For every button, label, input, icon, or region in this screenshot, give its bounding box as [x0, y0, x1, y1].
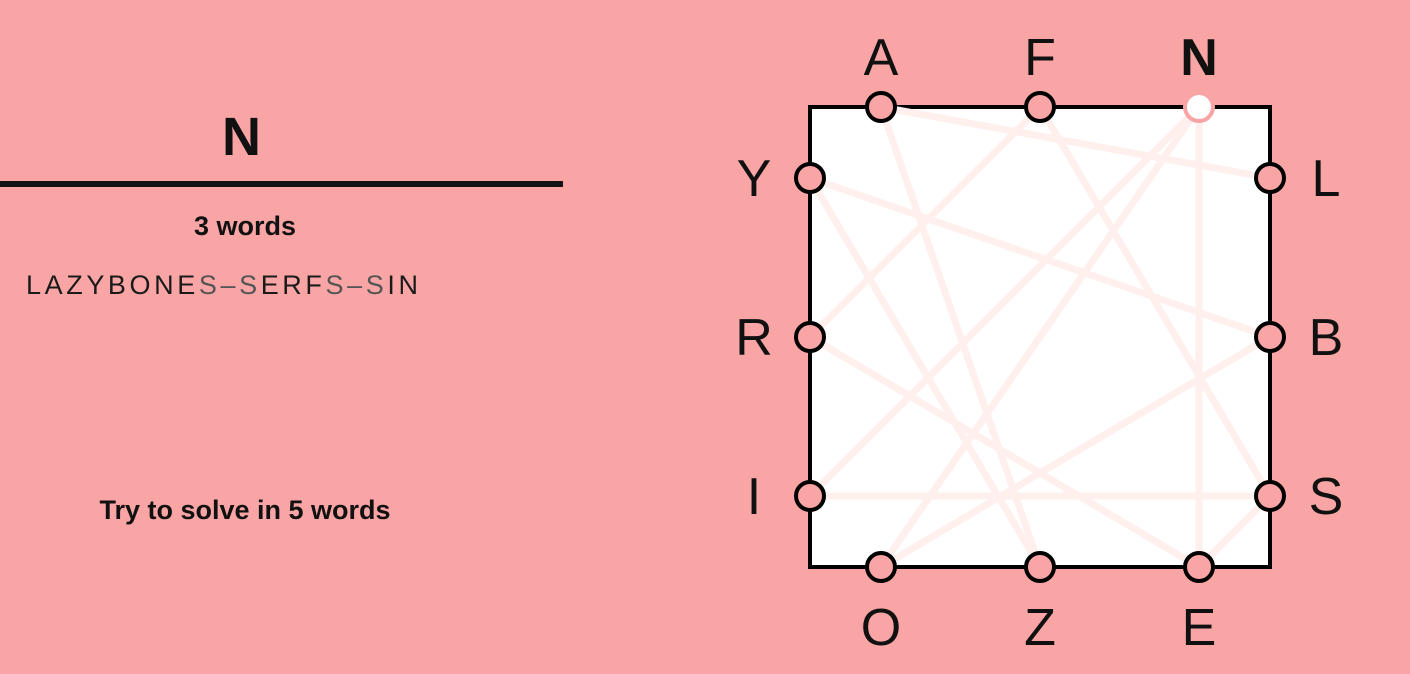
left-panel: N 3 words LAZYBONES–SERFS–SIN Try to sol… — [0, 0, 563, 674]
word-separator: – — [220, 270, 240, 300]
chain-word: SIN — [365, 270, 422, 300]
goal-text: Try to solve in 5 words — [99, 495, 391, 525]
letter-node-l[interactable] — [1254, 162, 1286, 194]
letter-label-y[interactable]: Y — [737, 150, 772, 208]
letter-node-n[interactable] — [1183, 91, 1215, 123]
path-segment — [808, 174, 1272, 341]
path-segment — [807, 104, 1043, 340]
chain-word: SERFS — [239, 270, 348, 300]
letter-label-a[interactable]: A — [864, 29, 899, 87]
input-underline — [0, 181, 563, 187]
path-segment — [879, 333, 1272, 571]
letter-label-z[interactable]: Z — [1024, 599, 1056, 657]
letter-node-y[interactable] — [794, 162, 826, 194]
path-segment — [1036, 105, 1274, 498]
letter-label-f[interactable]: F — [1024, 29, 1056, 87]
word-separator: – — [347, 270, 366, 300]
letter-label-r[interactable]: R — [735, 309, 773, 367]
letter-node-o[interactable] — [865, 551, 897, 583]
word-chain: LAZYBONES–SERFS–SIN — [26, 268, 422, 302]
letter-node-a[interactable] — [865, 91, 897, 123]
letter-label-l[interactable]: L — [1312, 150, 1341, 208]
path-segment — [1196, 493, 1273, 570]
letter-node-e[interactable] — [1183, 551, 1215, 583]
path-segment — [878, 105, 1202, 569]
letter-nodes — [794, 91, 1286, 583]
path-lines — [806, 103, 1274, 571]
letter-label-n[interactable]: N — [1180, 29, 1218, 87]
word-count: 3 words — [193, 211, 297, 241]
letter-board-svg: A F N O Z E Y R I L B S — [735, 29, 1343, 657]
letter-node-i[interactable] — [794, 480, 826, 512]
path-segment — [808, 333, 1201, 571]
path-segment — [807, 104, 1202, 499]
path-segment — [806, 176, 1044, 569]
letter-label-o[interactable]: O — [861, 599, 901, 657]
letter-board: A F N O Z E Y R I L B S — [700, 0, 1400, 674]
letter-node-b[interactable] — [1254, 321, 1286, 353]
letter-label-i[interactable]: I — [747, 468, 761, 526]
letter-node-f[interactable] — [1024, 91, 1056, 123]
chain-word: LAZYBONES — [26, 270, 221, 300]
letter-label-s[interactable]: S — [1309, 468, 1344, 526]
letter-label-b[interactable]: B — [1309, 309, 1344, 367]
letter-label-e[interactable]: E — [1182, 599, 1217, 657]
letter-node-s[interactable] — [1254, 480, 1286, 512]
letter-node-r[interactable] — [794, 321, 826, 353]
current-word-input: N — [222, 107, 261, 167]
letter-labels: A F N O Z E Y R I L B S — [735, 29, 1343, 657]
letter-node-z[interactable] — [1024, 551, 1056, 583]
path-segment — [880, 103, 1271, 182]
